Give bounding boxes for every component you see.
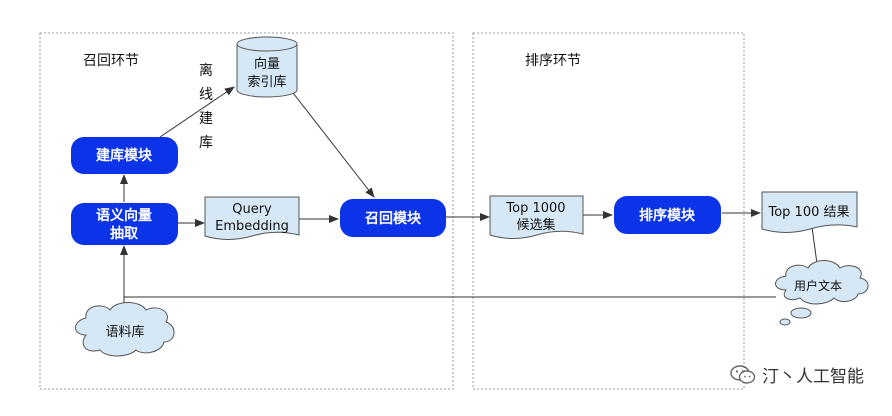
- vector-index-cylinder: 向量 索引库: [236, 36, 298, 98]
- recall-module-node: 召回模块: [340, 199, 446, 237]
- watermark-text: 汀丶人工智能: [762, 367, 864, 387]
- watermark: 汀丶人工智能: [730, 362, 864, 387]
- corpus-cloud: 语料库: [75, 302, 175, 357]
- top100-doc: Top 100 结果: [761, 191, 858, 233]
- wechat-icon: [730, 364, 756, 384]
- offline-char-4: 库: [199, 135, 213, 151]
- offline-char-2: 线: [199, 87, 213, 103]
- vector-index-label-line2: 索引库: [247, 74, 286, 90]
- rank-module-node: 排序模块: [614, 196, 721, 234]
- offline-char-3: 建: [199, 111, 213, 127]
- semantic-extract-label-line2: 抽取: [110, 225, 139, 242]
- arrow-vectordb-to-recall: [289, 88, 375, 198]
- build-module-node: 建库模块: [71, 137, 178, 174]
- connectors: [120, 86, 821, 310]
- top1000-label-line1: Top 1000: [505, 201, 565, 216]
- semantic-extract-label-line1: 语义向量: [96, 207, 152, 224]
- rank-module-label: 排序模块: [639, 207, 696, 224]
- semantic-extract-node: 语义向量 抽取: [71, 203, 178, 245]
- offline-char-1: 离: [199, 62, 213, 79]
- offline-build-label: 离 线 建 库: [199, 62, 213, 151]
- top100-label: Top 100 结果: [767, 205, 849, 220]
- recall-section-frame: [39, 32, 454, 390]
- top1000-doc: Top 1000 候选集: [489, 195, 584, 239]
- recall-module-label: 召回模块: [365, 210, 422, 227]
- ranking-section-frame: [472, 32, 745, 390]
- query-embedding-label-line1: Query: [232, 202, 272, 217]
- query-embedding-doc: Query Embedding: [204, 196, 300, 240]
- recall-section-title: 召回环节: [83, 53, 139, 69]
- corpus-label: 语料库: [105, 324, 144, 340]
- ranking-section-title: 排序环节: [525, 53, 581, 69]
- arrow-build-to-vectordb: [159, 86, 235, 138]
- vector-index-label-line1: 向量: [254, 56, 280, 72]
- build-module-label: 建库模块: [96, 147, 153, 164]
- query-embedding-label-line2: Embedding: [215, 219, 289, 234]
- user-text-label: 用户文本: [794, 278, 842, 293]
- top1000-label-line2: 候选集: [516, 217, 555, 233]
- user-text-cloud: 用户文本: [775, 260, 869, 326]
